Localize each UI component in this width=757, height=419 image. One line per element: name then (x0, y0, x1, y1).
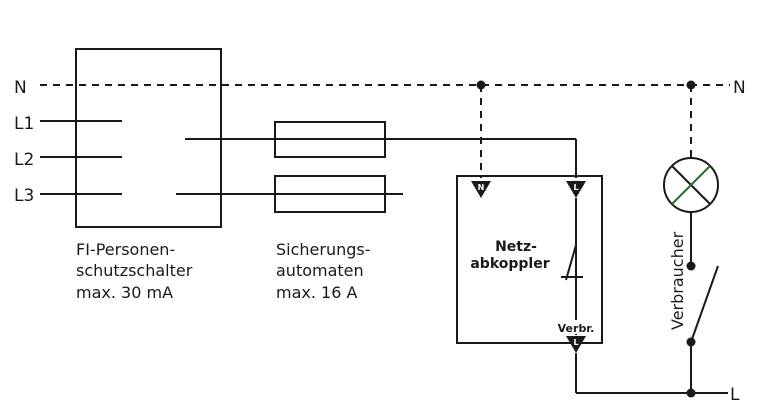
consumer-label: Verbraucher (668, 231, 687, 330)
fi-label-1: FI-Personen- (76, 240, 175, 259)
terminal-n-icon (471, 181, 491, 198)
terminal-n-label: N (478, 183, 485, 192)
decoupler-label-1: Netz- (495, 239, 537, 255)
fi-label-2: schutzschalter (76, 261, 193, 280)
fi-label-3: max. 30 mA (76, 283, 173, 302)
terminal-l-icon (566, 181, 586, 198)
terminal-load-terminal: L (573, 338, 578, 347)
label-n-right: N (733, 78, 746, 98)
lamp-cross-2 (671, 165, 711, 205)
label-l-right: L (730, 385, 740, 405)
switch-icon (690, 265, 719, 343)
terminal-load-icon (566, 336, 586, 353)
junction-l-consumer (686, 388, 696, 398)
breaker-label-1: Sicherungs- (276, 240, 371, 259)
verbr-bg (553, 320, 599, 334)
label-l2: L2 (14, 150, 34, 170)
terminal-load-label: Verbr. (558, 322, 595, 335)
label-l3: L3 (14, 186, 34, 206)
breaker-label-2: automaten (276, 261, 364, 280)
relay-contact-icon (565, 244, 577, 281)
decoupler-label-2: abkoppler (470, 256, 549, 272)
switch-contact-top (686, 261, 696, 271)
label-l1: L1 (14, 114, 34, 134)
label-n: N (14, 78, 27, 98)
terminal-l-label: L (573, 183, 578, 192)
decoupler-box (456, 175, 603, 344)
breaker-2 (274, 175, 386, 213)
breaker-label-3: max. 16 A (276, 283, 357, 302)
